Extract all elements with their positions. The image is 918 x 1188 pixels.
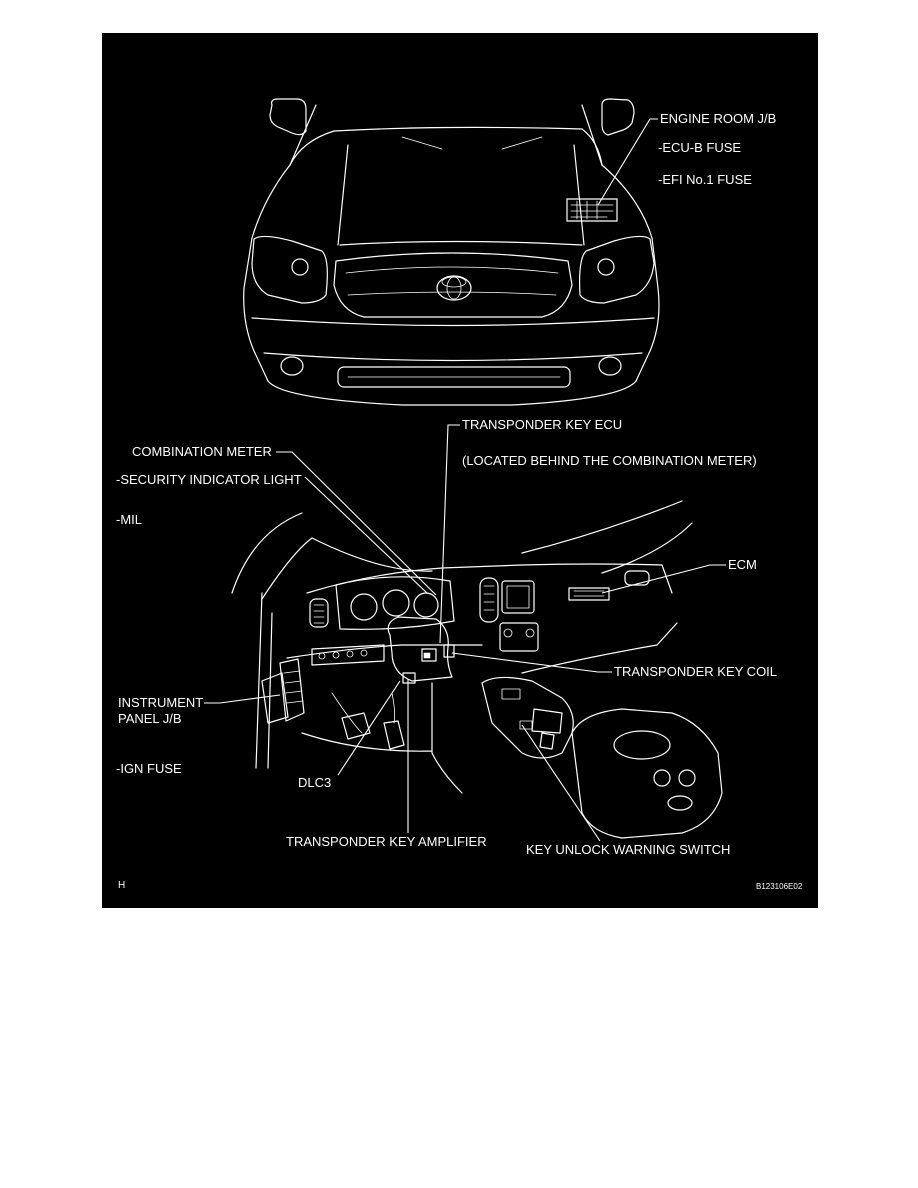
hood-center-line	[401, 136, 543, 150]
armrest-lid	[613, 730, 671, 760]
grille-outline	[333, 252, 573, 318]
component-location-figure: ENGINE ROOM J/B -ECU-B FUSE -EFI No.1 FU…	[102, 33, 818, 908]
center-display	[501, 580, 535, 614]
right-air-vent	[624, 570, 650, 586]
label-located-behind: (LOCATED BEHIND THE COMBINATION METER)	[462, 453, 757, 468]
cup-holder-right	[678, 769, 696, 787]
figure-code: B123106E02	[756, 882, 803, 891]
leader-combination-meter	[276, 451, 437, 596]
cup-holder-left	[653, 769, 671, 787]
ecm-box	[568, 587, 610, 601]
grille-bars	[345, 266, 559, 296]
leader-dlc3	[337, 680, 401, 776]
engine-room-jb-box	[566, 198, 618, 222]
label-engine-room-jb: ENGINE ROOM J/B	[660, 111, 776, 126]
label-combination-meter: COMBINATION METER	[132, 444, 272, 459]
leader-transponder-key-ecu	[439, 424, 460, 644]
transponder-key-amplifier-part	[402, 672, 416, 684]
left-headlamp	[251, 235, 328, 304]
combination-meter-housing	[335, 576, 455, 630]
meter-dial-left	[350, 593, 378, 621]
labels: ENGINE ROOM J/B -ECU-B FUSE -EFI No.1 FU…	[116, 111, 803, 891]
left-fog-lamp	[280, 356, 304, 376]
key-cylinder	[421, 648, 437, 662]
leader-ecm	[601, 564, 726, 594]
label-key-unlock-warning-switch: KEY UNLOCK WARNING SWITCH	[526, 842, 730, 857]
transponder-key-coil-part	[423, 652, 431, 659]
dashboard-lower-edge	[286, 622, 678, 674]
audio-climate-panel	[499, 622, 539, 652]
meter-dial-center	[382, 589, 410, 617]
center-air-vent	[479, 577, 499, 623]
interior-windshield-line	[521, 500, 693, 574]
vehicle-interior-view	[231, 500, 723, 839]
body-outline	[243, 164, 660, 406]
lower-air-intake	[337, 366, 571, 388]
key-unlock-warning-switch-part	[519, 720, 533, 730]
right-side-mirror	[601, 98, 635, 136]
label-efi-no1-fuse: -EFI No.1 FUSE	[658, 172, 752, 187]
brake-pedal	[341, 712, 371, 740]
instrument-panel-jb-block	[261, 658, 305, 724]
floor-line	[301, 682, 463, 794]
label-ecm: ECM	[728, 557, 757, 572]
label-mil: -MIL	[116, 512, 142, 527]
armrest-console	[571, 708, 723, 839]
label-ecu-b-fuse: -ECU-B FUSE	[658, 140, 741, 155]
left-side-mirror	[269, 98, 307, 136]
door-frame	[255, 592, 273, 769]
diagram-canvas: ENGINE ROOM J/B -ECU-B FUSE -EFI No.1 FU…	[116, 98, 803, 891]
label-instrument-panel-jb-line1: INSTRUMENT	[118, 695, 203, 710]
label-instrument-panel-jb-line2: PANEL J/B	[118, 711, 182, 726]
leader-transponder-key-coil	[451, 652, 612, 673]
meter-dial-right	[413, 592, 439, 618]
leader-lines	[204, 118, 726, 842]
label-ign-fuse: -IGN FUSE	[116, 761, 182, 776]
transponder-key-ecu-part	[443, 644, 455, 658]
lower-switch-panel	[311, 644, 385, 666]
right-fog-lamp	[598, 356, 622, 376]
label-dlc3: DLC3	[298, 775, 331, 790]
right-headlamp	[579, 235, 655, 304]
center-console	[481, 676, 574, 759]
leader-key-unlock-warning-switch	[521, 724, 601, 842]
left-air-vent	[309, 598, 329, 628]
label-transponder-key-amplifier: TRANSPONDER KEY AMPLIFIER	[286, 834, 487, 849]
leader-instrument-panel-jb	[204, 694, 281, 704]
accelerator-pedal	[383, 720, 405, 750]
corner-mark: H	[118, 880, 125, 891]
shift-console	[531, 708, 563, 750]
right-headlamp-lens	[597, 258, 615, 276]
vehicle-front-view	[243, 98, 660, 406]
label-security-indicator-light: -SECURITY INDICATOR LIGHT	[116, 472, 302, 487]
leader-engine-room-jb	[597, 118, 658, 206]
front-bumper	[251, 317, 655, 362]
label-transponder-key-ecu: TRANSPONDER KEY ECU	[462, 417, 622, 432]
hood-outline	[289, 128, 603, 246]
interior-a-pillar	[231, 512, 433, 600]
steering-column	[387, 616, 453, 682]
label-transponder-key-coil: TRANSPONDER KEY COIL	[614, 664, 777, 679]
leader-security-indicator	[304, 476, 428, 594]
front-emblem	[436, 275, 472, 301]
left-headlamp-lens	[291, 258, 309, 276]
windshield-outline	[289, 104, 603, 166]
